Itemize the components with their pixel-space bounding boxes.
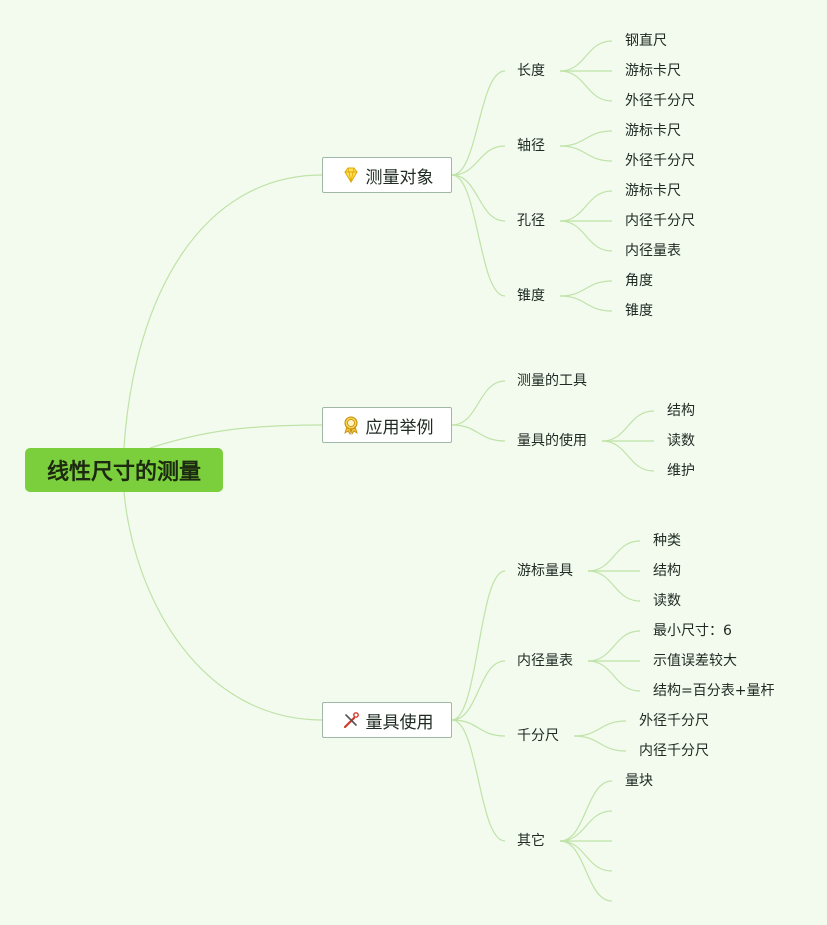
- connector-line: [451, 719, 506, 737]
- connector-line: [451, 70, 506, 176]
- leaf-structure[interactable]: 结构: [667, 403, 695, 419]
- leaf-outside-micrometer[interactable]: 外径千分尺: [625, 93, 695, 109]
- leaf-types[interactable]: 种类: [653, 533, 681, 549]
- leaf-connector-line: [573, 720, 627, 737]
- leaf-indication-error[interactable]: 示值误差较大: [653, 653, 737, 669]
- leaf-inside-micrometer[interactable]: 内径千分尺: [639, 743, 709, 759]
- root-connector-line: [123, 174, 323, 449]
- topic-bore-gauge[interactable]: 内径量表: [517, 653, 573, 669]
- topic-micrometer[interactable]: 千分尺: [517, 728, 559, 744]
- leaf-angle[interactable]: 角度: [625, 273, 653, 289]
- leaf-connector-line: [559, 190, 613, 222]
- leaf-reading[interactable]: 读数: [667, 433, 695, 449]
- leaf-connector-line: [559, 40, 613, 72]
- connector-line: [451, 174, 506, 297]
- leaf-gauge-block[interactable]: 量块: [625, 773, 653, 789]
- connector-line: [451, 660, 506, 721]
- leaf-inside-micrometer[interactable]: 内径千分尺: [625, 213, 695, 229]
- leaf-connector-line: [601, 440, 655, 472]
- leaf-connector-line: [587, 570, 641, 602]
- leaf-connector-line: [559, 810, 613, 842]
- leaf-maintenance[interactable]: 维护: [667, 463, 695, 479]
- branch-label: 量具使用: [365, 712, 434, 733]
- leaf-connector-line: [559, 780, 613, 842]
- leaf-outside-micrometer[interactable]: 外径千分尺: [639, 713, 709, 729]
- leaf-connector-line: [559, 220, 613, 252]
- leaf-connector-line: [559, 280, 613, 297]
- leaf-connector-line: [573, 735, 627, 752]
- connector-line: [451, 380, 506, 426]
- topic-taper[interactable]: 锥度: [517, 288, 545, 304]
- tools-icon: [343, 712, 359, 729]
- topic-tools[interactable]: 测量的工具: [517, 373, 587, 389]
- leaf-structure-formula[interactable]: 结构=百分表+量杆: [653, 683, 775, 699]
- leaf-connector-line: [559, 70, 613, 102]
- leaf-vernier-caliper[interactable]: 游标卡尺: [625, 123, 681, 139]
- root-topic[interactable]: 线性尺寸的测量: [25, 448, 223, 492]
- root-connector-line: [123, 491, 323, 721]
- topic-shaft-diameter[interactable]: 轴径: [517, 138, 545, 154]
- connector-line: [451, 145, 506, 176]
- topic-other[interactable]: 其它: [517, 833, 545, 849]
- leaf-min-size[interactable]: 最小尺寸：6: [653, 623, 732, 639]
- connector-line: [451, 424, 506, 442]
- branch-label: 测量对象: [365, 167, 434, 188]
- leaf-connector-line: [587, 540, 641, 572]
- leaf-vernier-caliper[interactable]: 游标卡尺: [625, 183, 681, 199]
- branch-application[interactable]: 应用举例: [322, 407, 452, 443]
- leaf-bore-gauge[interactable]: 内径量表: [625, 243, 681, 259]
- connector-line: [451, 570, 506, 721]
- leaf-taper[interactable]: 锥度: [625, 303, 653, 319]
- connector-line: [451, 174, 506, 222]
- topic-tool-use[interactable]: 量具的使用: [517, 433, 587, 449]
- leaf-connector-line: [559, 840, 613, 872]
- branch-label: 应用举例: [365, 417, 434, 438]
- root-topic-label: 线性尺寸的测量: [46, 460, 201, 485]
- leaf-connector-line: [559, 840, 613, 902]
- root-connector-line: [149, 424, 323, 449]
- topic-hole-diameter[interactable]: 孔径: [517, 213, 545, 229]
- gem-icon: [343, 167, 358, 183]
- leaf-steel-ruler[interactable]: 钢直尺: [625, 33, 667, 49]
- leaf-connector-line: [559, 295, 613, 312]
- award-ribbon-icon: [343, 416, 358, 435]
- leaf-outside-micrometer[interactable]: 外径千分尺: [625, 153, 695, 169]
- leaf-connector-line: [587, 630, 641, 662]
- leaf-vernier-caliper[interactable]: 游标卡尺: [625, 63, 681, 79]
- topic-length[interactable]: 长度: [517, 63, 545, 79]
- branch-gauge-usage[interactable]: 量具使用: [322, 702, 452, 738]
- branch-measure-object[interactable]: 测量对象: [322, 157, 452, 193]
- leaf-reading[interactable]: 读数: [653, 593, 681, 609]
- leaf-structure[interactable]: 结构: [653, 563, 681, 579]
- leaf-connector-line: [587, 660, 641, 692]
- connector-line: [451, 719, 506, 842]
- leaf-connector-line: [601, 410, 655, 442]
- topic-vernier-gauge[interactable]: 游标量具: [517, 563, 573, 579]
- leaf-connector-line: [559, 145, 613, 162]
- leaf-connector-line: [559, 130, 613, 147]
